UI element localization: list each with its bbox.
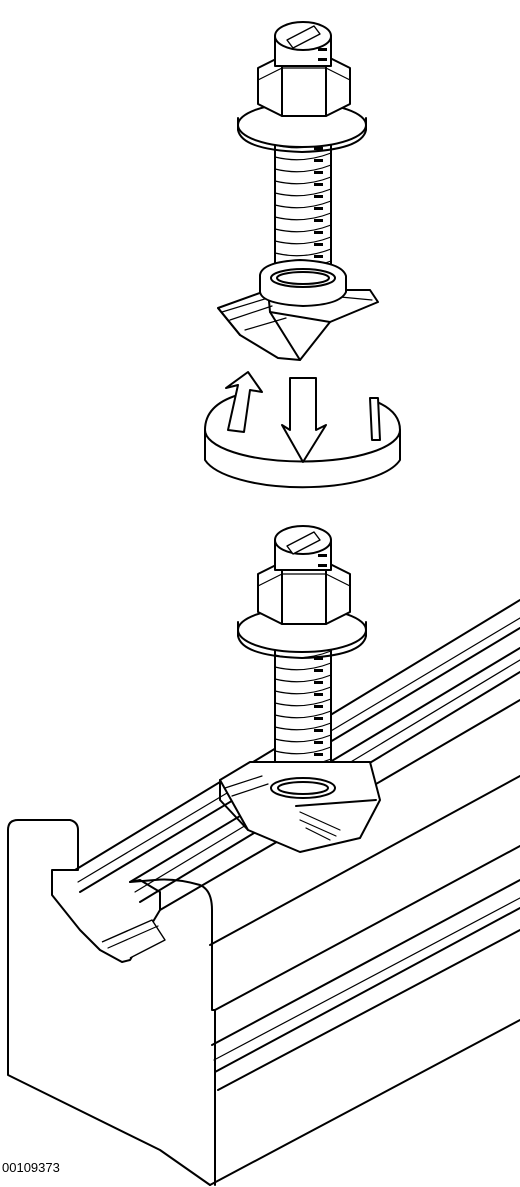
rotate-left-arrow-icon xyxy=(225,371,263,433)
bottom-t-slot-nut xyxy=(219,761,381,853)
rotate-right-arrow-icon xyxy=(369,397,381,441)
bottom-hex-nut xyxy=(257,561,351,625)
bottom-bolt-tip xyxy=(274,525,332,571)
top-bolt-assembly xyxy=(217,21,379,361)
aluminium-profile xyxy=(7,599,520,1186)
top-t-slot-nut xyxy=(217,259,379,361)
drawing-id-label: 00109373 xyxy=(2,1160,60,1175)
top-bolt-tip xyxy=(274,21,332,67)
top-flange-washer xyxy=(237,102,367,153)
rotation-indicator xyxy=(204,371,401,489)
bottom-bolt-assembly xyxy=(219,525,381,853)
insert-down-arrow-icon xyxy=(281,377,327,463)
